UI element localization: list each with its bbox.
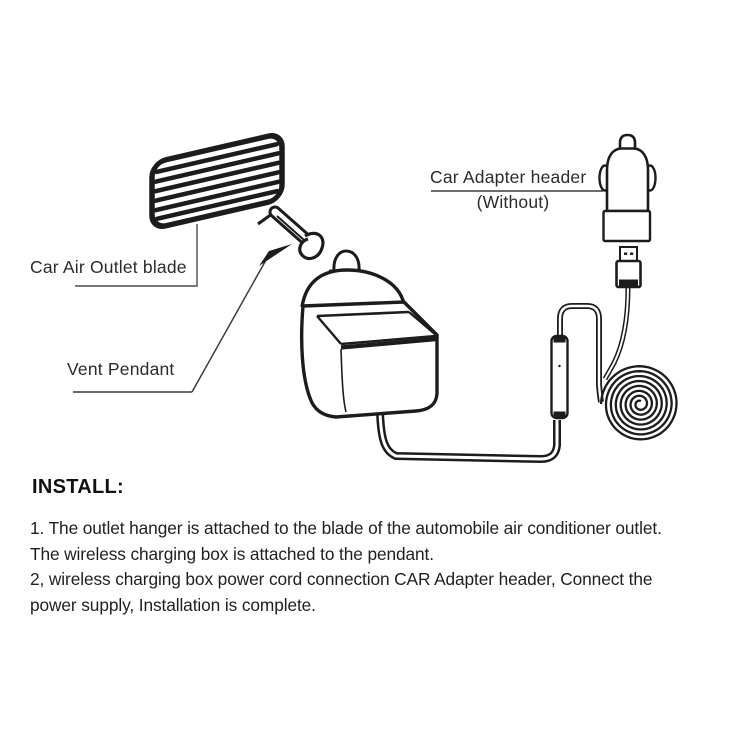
install-step-line: power supply, Installation is complete. xyxy=(30,594,316,615)
wireless-charging-box-figure xyxy=(299,249,439,419)
adapter-label: Car Adapter header xyxy=(430,167,587,187)
install-instructions: INSTALL: 1. The outlet hanger is attache… xyxy=(30,476,730,618)
usb-cable xyxy=(602,286,631,381)
install-step-line: The wireless charging box is attached to… xyxy=(30,543,434,564)
car-air-outlet-blade-figure xyxy=(149,133,285,229)
blade-leader-line xyxy=(75,224,198,287)
car-adapter-figure xyxy=(598,133,657,243)
coiled-cord-figure xyxy=(599,365,678,441)
pendant-leader-arrow xyxy=(259,244,292,266)
install-step-line: 2, wireless charging box power cord conn… xyxy=(30,569,653,590)
box-power-cord xyxy=(376,303,604,464)
cord-inline-component xyxy=(550,334,569,420)
vent-pendant-label: Vent Pendant xyxy=(67,359,175,379)
vent-pendant-figure xyxy=(257,205,325,261)
install-step-line: 1. The outlet hanger is attached to the … xyxy=(30,518,662,538)
adapter-sub-label: (Without) xyxy=(476,192,550,212)
blade-label: Car Air Outlet blade xyxy=(30,257,187,277)
install-heading: INSTALL: xyxy=(32,476,125,498)
pendant-leader-line xyxy=(73,259,267,393)
usb-connector-figure xyxy=(615,246,642,289)
